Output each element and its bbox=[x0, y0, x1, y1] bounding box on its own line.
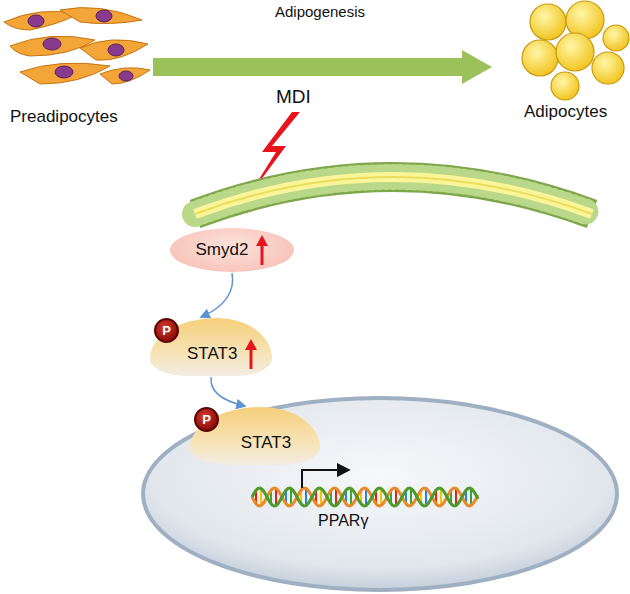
protein-blob: STAT3 P bbox=[150, 318, 272, 376]
adipocyte-cells bbox=[522, 1, 629, 100]
increase-arrow bbox=[256, 235, 268, 265]
dna-strand bbox=[252, 488, 478, 506]
protein-name: STAT3 bbox=[241, 433, 291, 453]
protein-name: STAT3 bbox=[187, 344, 237, 364]
process-title: Adipogenesis bbox=[275, 3, 365, 20]
stimulus-label: MDI bbox=[276, 86, 311, 108]
phospho-circle: P bbox=[194, 407, 219, 432]
cell-membrane bbox=[195, 177, 592, 214]
transcription-start-arrow bbox=[302, 470, 348, 488]
protein-ellipse: Smyd2 bbox=[170, 228, 294, 272]
protein-name: Smyd2 bbox=[196, 240, 249, 260]
phospho-label: P bbox=[162, 323, 171, 338]
signal-arrow bbox=[211, 377, 245, 406]
dna-strand bbox=[252, 488, 478, 506]
cell-label: Adipocytes bbox=[524, 102, 607, 122]
signal-arrow bbox=[201, 273, 232, 317]
dna-helix bbox=[252, 488, 478, 506]
preadipocyte-cells bbox=[4, 8, 150, 84]
cell-label: Preadipocytes bbox=[10, 107, 118, 127]
phospho-label: P bbox=[202, 412, 211, 427]
adipogenesis-arrow bbox=[153, 50, 492, 84]
phospho-circle: P bbox=[154, 318, 179, 343]
increase-arrow bbox=[245, 339, 257, 369]
nucleus bbox=[143, 398, 617, 590]
gene-label: PPARγ bbox=[318, 512, 368, 530]
